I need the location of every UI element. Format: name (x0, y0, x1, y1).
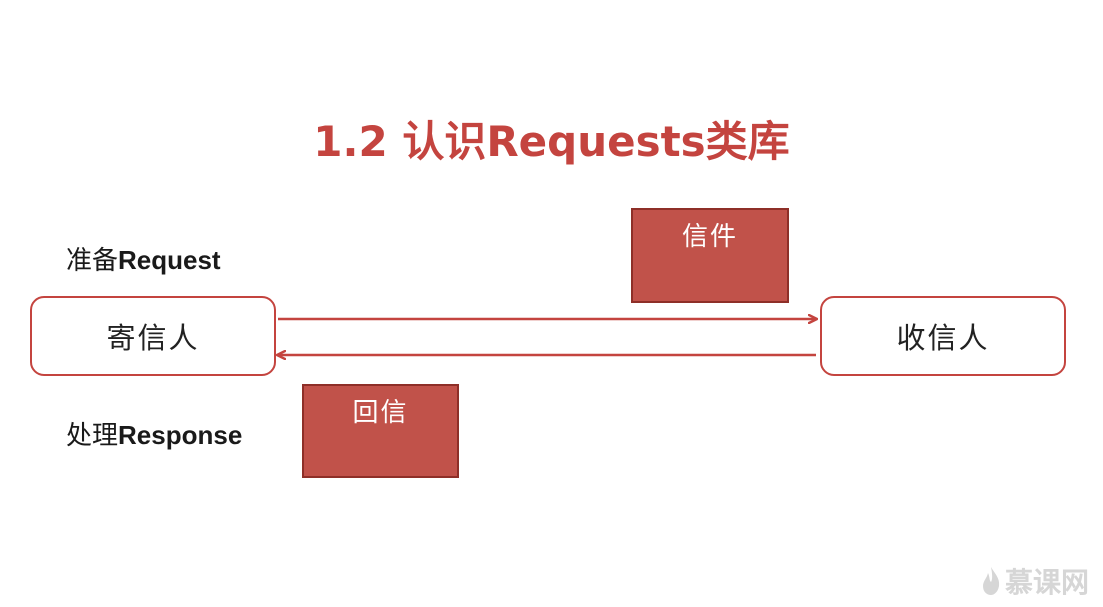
watermark-text: 慕课网 (1004, 566, 1089, 599)
prepare-request-label-en: Request (118, 245, 221, 275)
flame-icon (982, 567, 1000, 595)
watermark: 慕课网 (981, 561, 1089, 601)
prepare-request-label: 准备Request (66, 240, 221, 277)
prepare-request-label-cn: 准备 (66, 246, 119, 276)
slide-title: 1.2 认识Requests类库 (313, 117, 790, 166)
receiver-node: 收信人 (820, 296, 1066, 376)
reply-message-box: 回信 (302, 384, 459, 478)
handle-response-label-cn: 处理 (66, 421, 119, 451)
sender-node: 寄信人 (30, 296, 276, 376)
handle-response-label-en: Response (118, 420, 243, 450)
letter-message-box: 信件 (631, 208, 789, 303)
handle-response-label: 处理Response (66, 415, 242, 452)
